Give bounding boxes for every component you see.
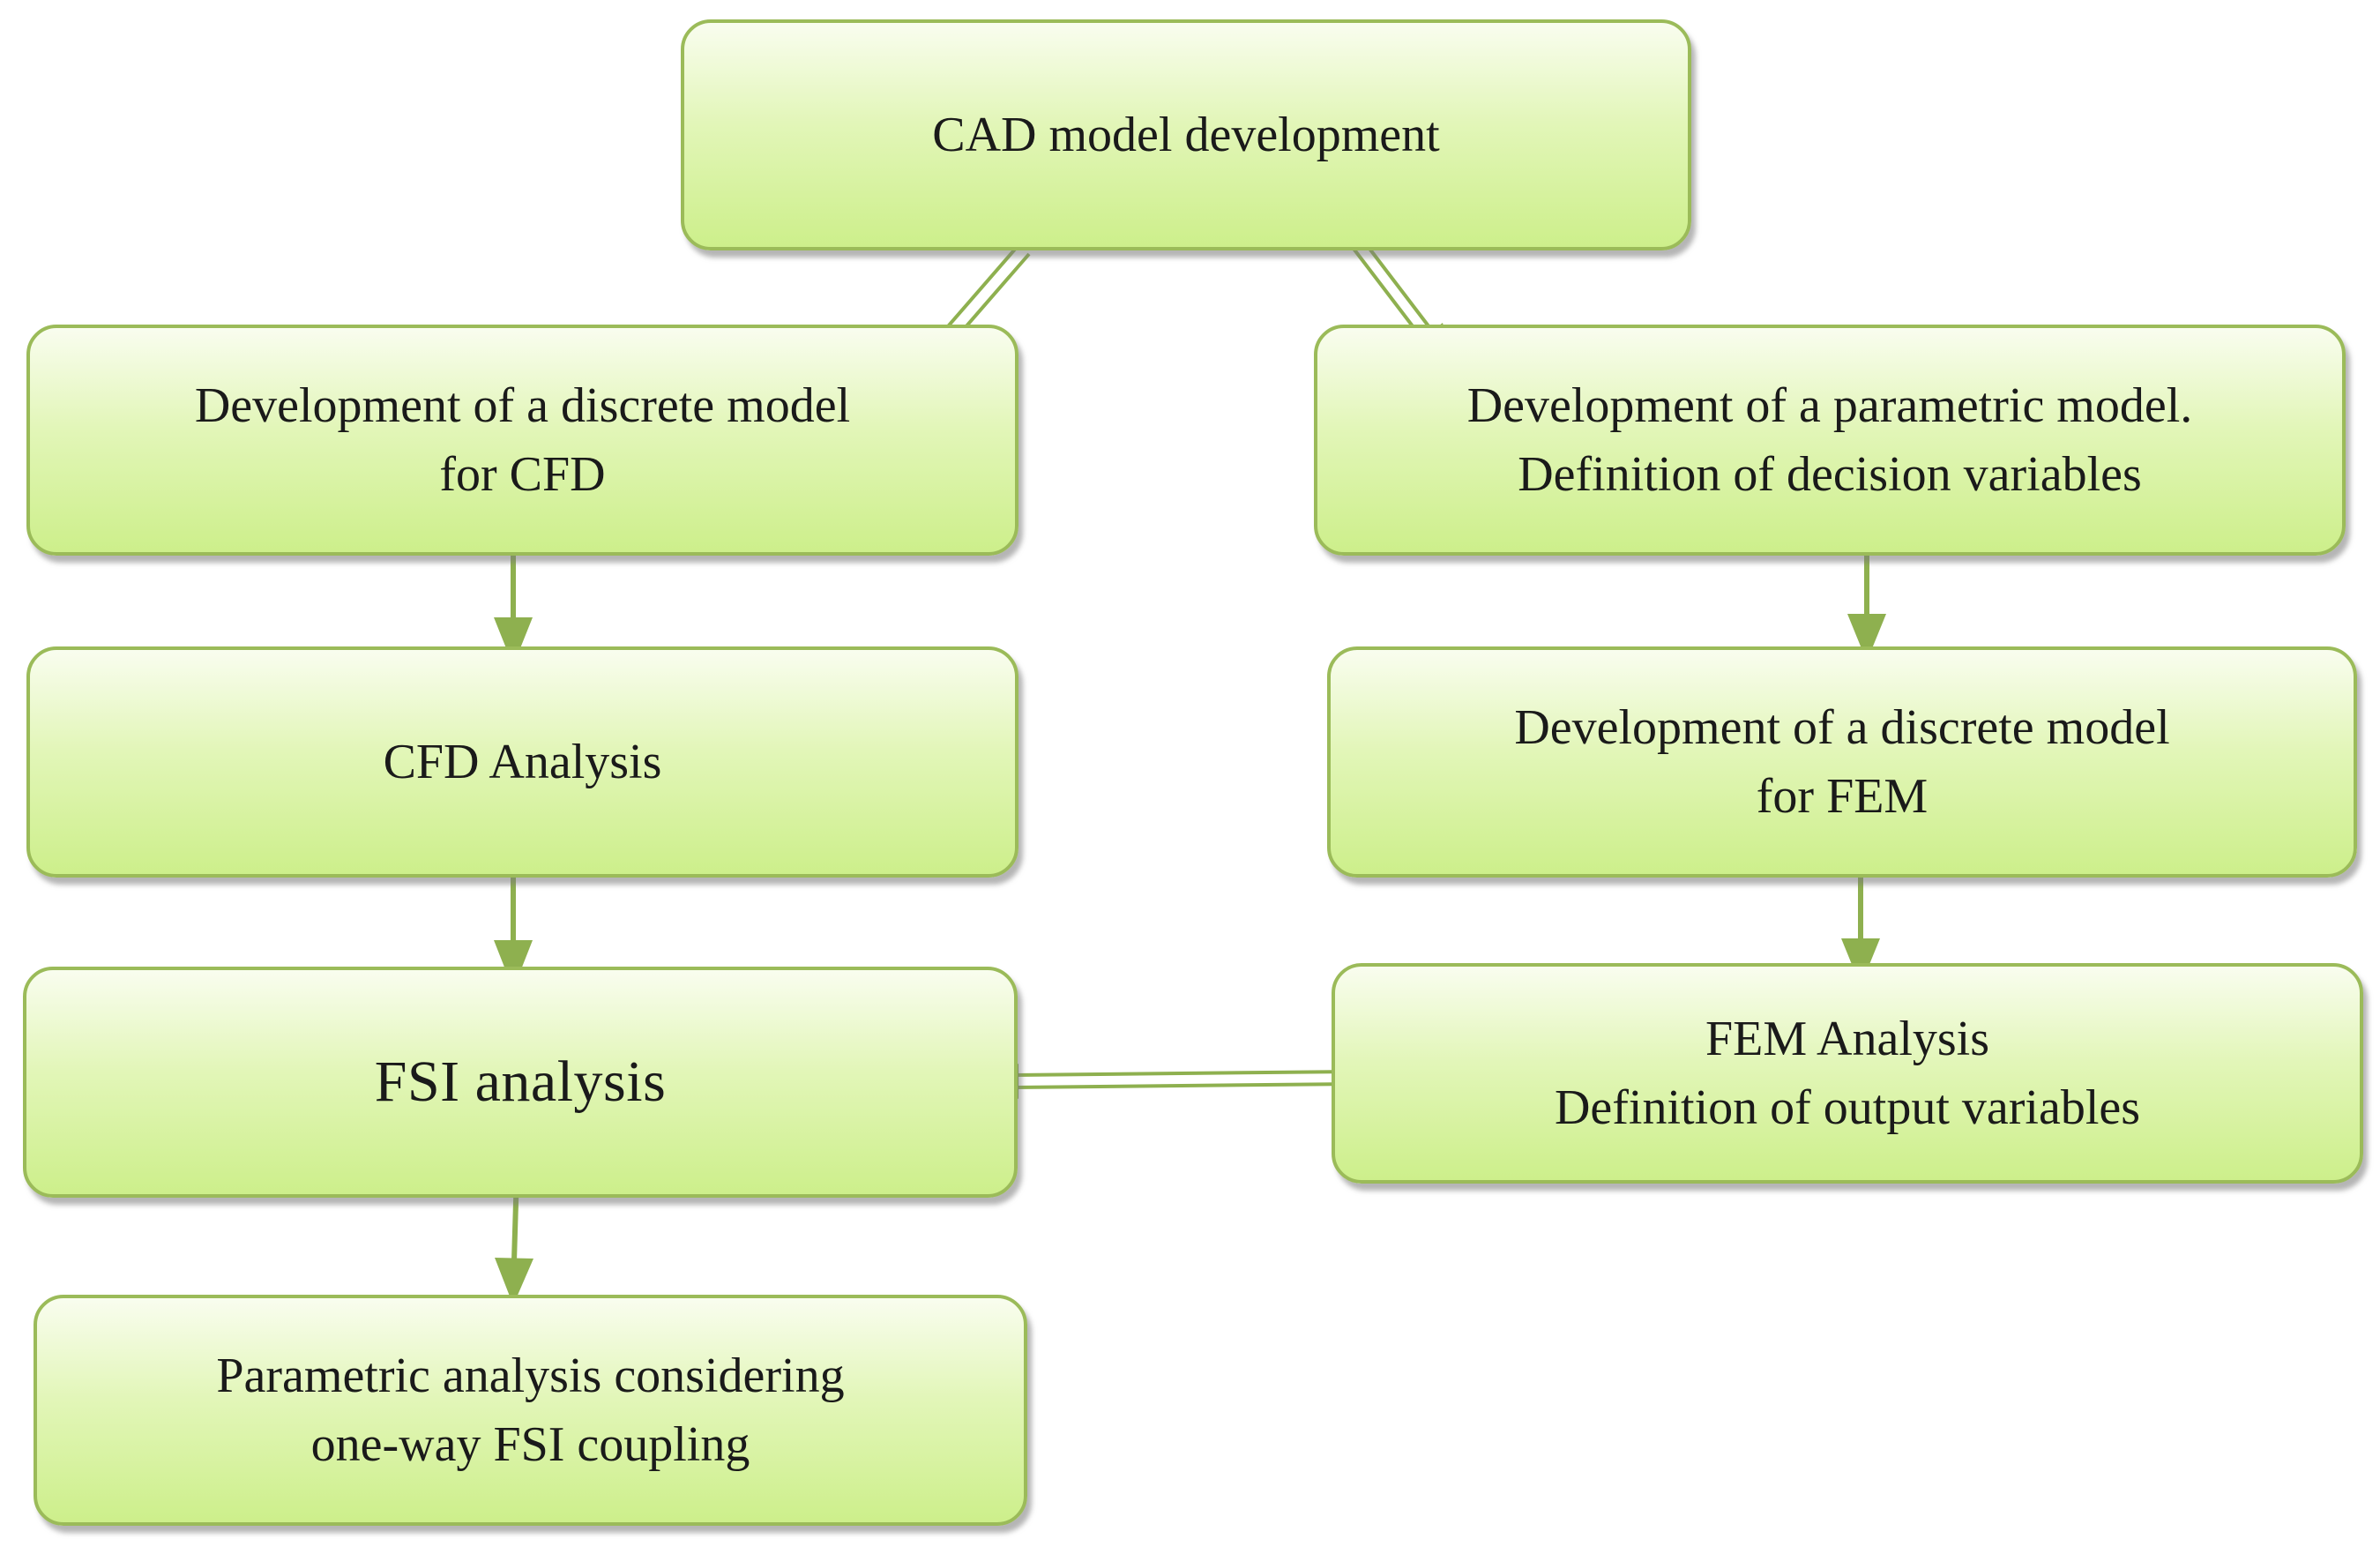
node-discrete-model-cfd: Development of a discrete model for CFD	[26, 325, 1018, 556]
arrow-fem-analysis-to-fsi	[981, 1064, 1352, 1099]
node-label-line: Parametric analysis considering	[216, 1348, 845, 1403]
arrow-parametric-to-discrete-fem	[1847, 540, 1886, 661]
node-label-line: one-way FSI coupling	[310, 1417, 750, 1472]
node-label-line: for CFD	[439, 447, 606, 502]
node-label-line: Development of a parametric model.	[1466, 377, 2193, 433]
node-cfd-analysis: CFD Analysis	[26, 646, 1018, 878]
node-label-line: for FEM	[1756, 769, 1929, 824]
node-parametric-analysis: Parametric analysis considering one-way …	[34, 1295, 1027, 1526]
node-cad-model-development: CAD model development	[681, 19, 1691, 250]
node-label-line: FEM Analysis	[1705, 1011, 1990, 1066]
node-fsi-analysis: FSI analysis	[23, 967, 1018, 1198]
node-parametric-model: Development of a parametric model. Defin…	[1314, 325, 2346, 556]
arrow-discrete-fem-to-fem-analysis	[1841, 869, 1880, 986]
node-discrete-model-fem: Development of a discrete model for FEM	[1327, 646, 2357, 878]
node-label-line: Definition of output variables	[1554, 1080, 2141, 1135]
node-label-line: Development of a discrete model	[1514, 699, 2170, 755]
node-fem-analysis: FEM Analysis Definition of output variab…	[1332, 963, 2363, 1184]
node-label-line: Development of a discrete model	[194, 377, 851, 433]
node-label-line: CAD model development	[932, 107, 1440, 162]
node-label-line: Definition of decision variables	[1518, 447, 2142, 502]
node-label-line: CFD Analysis	[383, 734, 662, 789]
node-label-line: FSI analysis	[374, 1049, 667, 1114]
